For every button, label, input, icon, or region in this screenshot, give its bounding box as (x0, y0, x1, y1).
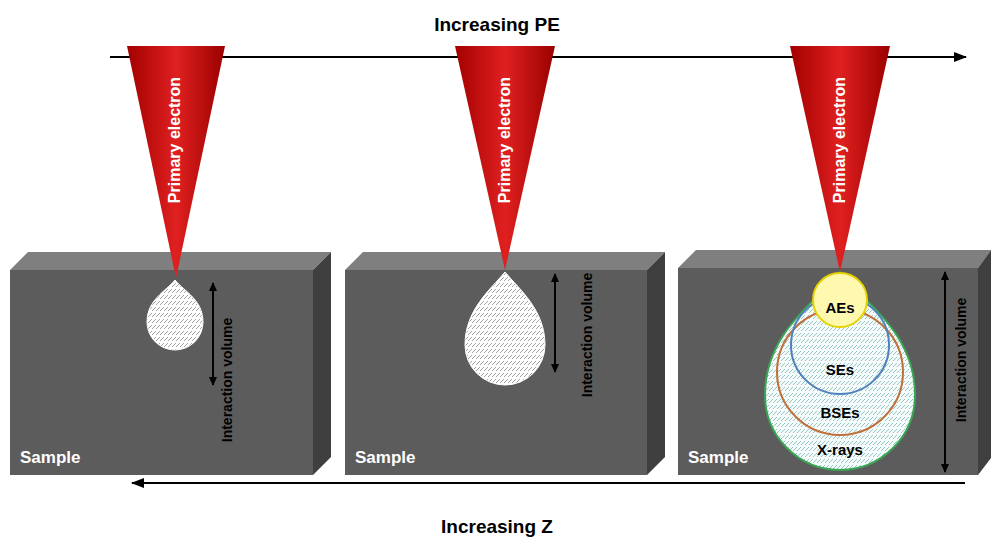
interaction-volume-drop (147, 280, 203, 350)
sample-top-face (10, 252, 331, 270)
interaction-volume-drop (465, 272, 545, 385)
axis-label: Increasing PE (434, 15, 560, 36)
sample-side-face (978, 250, 991, 475)
primary-electron-beam: Primary electron (790, 46, 890, 272)
sample-block: Sample X-rays BSEs SEs AEs (678, 268, 978, 475)
signal-label: BSEs (820, 405, 859, 422)
beam-label: Primary electron (166, 77, 184, 203)
sample-label: Sample (20, 449, 80, 468)
signal-volume: BSEsSEsAEs (776, 308, 904, 436)
depth-arrow (944, 272, 946, 472)
signal-label: SEs (826, 362, 854, 379)
sample-side-face (647, 252, 665, 475)
signal-volume: X-rays BSEs SEs AEs (765, 272, 915, 470)
depth-arrow (212, 283, 214, 385)
sample-label: Sample (688, 449, 748, 468)
beam-label: Primary electron (496, 77, 514, 203)
sample-top-face (678, 250, 991, 268)
signal-volume: SEs AEs (790, 295, 890, 395)
depth-label: Interaction volume (954, 298, 969, 422)
signal-label: AEs (825, 300, 854, 317)
sample-side-face (313, 252, 331, 475)
z-arrow (132, 482, 965, 484)
primary-electron-beam: Primary electron (127, 46, 225, 278)
signal-volume: AEs (812, 272, 868, 328)
signal-label: X-rays (817, 442, 863, 459)
sample-label: Sample (355, 449, 415, 468)
depth-label: Interaction volume (580, 273, 595, 397)
depth-arrow (554, 274, 556, 372)
beam-label: Primary electron (831, 77, 849, 203)
primary-electron-beam: Primary electron (455, 46, 555, 270)
axis-label: Increasing Z (441, 517, 553, 538)
depth-label: Interaction volume (220, 318, 235, 442)
